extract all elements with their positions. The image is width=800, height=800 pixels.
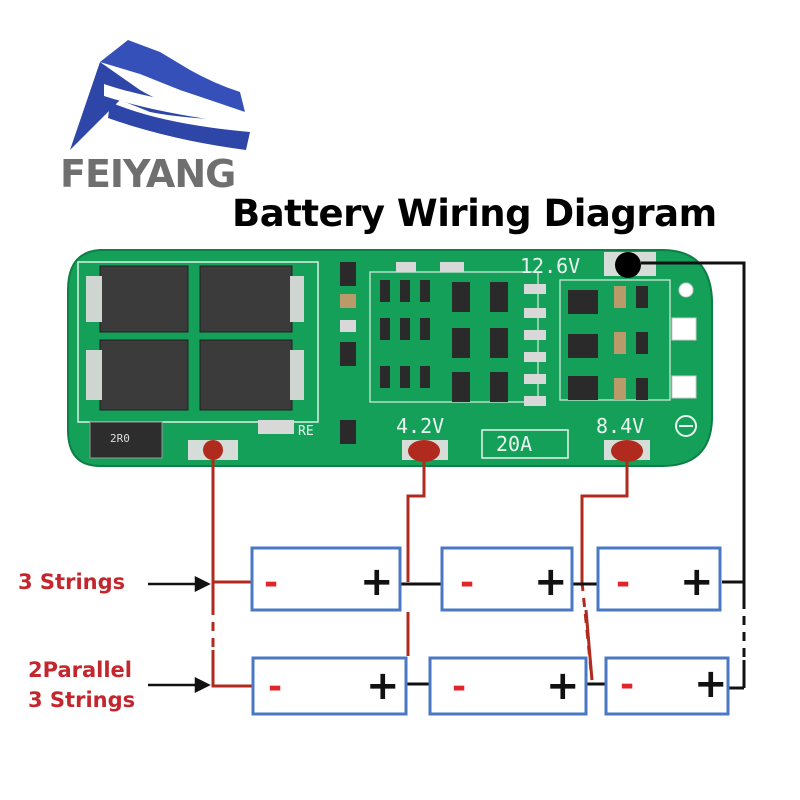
minus-sign: - bbox=[460, 563, 475, 603]
cell-row2-3 bbox=[604, 656, 730, 716]
label-3-strings: 3 Strings bbox=[18, 570, 126, 594]
plus-sign: + bbox=[680, 559, 714, 605]
mosfet-components bbox=[86, 265, 304, 411]
cell-row2-2 bbox=[428, 656, 588, 716]
minus-sign: - bbox=[452, 667, 467, 707]
resistor-code: 2R0 bbox=[110, 432, 130, 445]
black-wires bbox=[400, 261, 746, 690]
plus-sign: + bbox=[694, 661, 728, 707]
label-re: RE bbox=[298, 424, 314, 439]
bms-pcb-board bbox=[67, 249, 713, 467]
minus-sign: - bbox=[616, 563, 631, 603]
sense-resistor bbox=[89, 421, 163, 459]
brand-name: FEIYANG bbox=[60, 152, 236, 196]
smd-components bbox=[258, 262, 648, 444]
label-12v6: 12.6V bbox=[520, 254, 581, 278]
tap-12v6-dot bbox=[615, 252, 641, 278]
feiyang-logo bbox=[70, 40, 250, 150]
cell-row1-3 bbox=[596, 546, 722, 612]
label-20a: 20A bbox=[496, 432, 533, 456]
label-arrows bbox=[148, 575, 211, 694]
plus-sign: + bbox=[360, 559, 394, 605]
battery-cells bbox=[250, 546, 730, 716]
minus-sign: - bbox=[264, 563, 279, 603]
label-2parallel: 2Parallel bbox=[28, 658, 132, 682]
mosfet-area-outline bbox=[77, 261, 319, 423]
cell-row1-2 bbox=[440, 546, 574, 612]
diagram-title: Battery Wiring Diagram bbox=[232, 192, 717, 235]
plus-sign: + bbox=[546, 663, 580, 709]
plus-sign: + bbox=[534, 559, 568, 605]
minus-sign: - bbox=[268, 667, 283, 707]
cell-row1-1 bbox=[250, 546, 402, 612]
cell-row2-1 bbox=[251, 656, 408, 716]
label-3-strings-parallel: 3 Strings bbox=[28, 688, 136, 712]
plus-sign: + bbox=[366, 663, 400, 709]
label-8v4: 8.4V bbox=[596, 414, 645, 438]
minus-sign: - bbox=[620, 665, 635, 705]
label-4v2: 4.2V bbox=[396, 414, 445, 438]
